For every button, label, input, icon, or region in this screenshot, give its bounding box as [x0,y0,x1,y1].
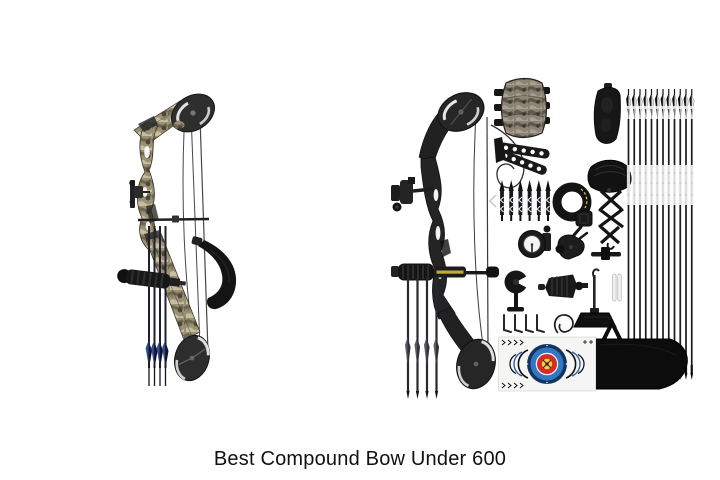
bottom-cam [456,338,496,390]
top-cam [437,92,485,132]
limb-split-line-bottom [151,239,192,335]
stabilizer [117,269,186,289]
left-product-image [88,80,258,395]
arm-guard [494,77,550,139]
quiver-mount [591,247,621,260]
grip-wrap [146,204,159,223]
stabilizer [391,263,499,281]
wrist-release [552,182,593,227]
grip [440,239,451,257]
scope-sight [518,225,551,258]
wrist-sling [191,236,237,310]
peep-tubes [612,273,622,302]
string-stop [504,270,531,312]
allen-wrench-set [503,314,545,333]
arrow-set-12 [624,87,696,382]
right-product-image [388,73,703,403]
arrow-quiver [587,159,632,250]
bottom-cam [173,334,211,382]
cable-module [172,120,186,130]
broadhead-set [488,179,552,222]
top-cam [171,93,215,133]
bow-stand [494,137,550,175]
limb-pocket-top [138,116,158,132]
paper-target [498,336,596,392]
cable-slide-block [172,215,179,223]
d-loop-cord [553,314,574,334]
compound-bow-accessory-kit [391,77,696,401]
bow-sight-knob [391,177,434,212]
bow-sight [129,180,150,208]
string-dampener [538,274,588,298]
release-strap [593,83,621,144]
soft-case [591,321,688,390]
mount-base [573,308,617,328]
bow-square-tool [592,268,600,313]
camo-compound-bow [117,93,237,387]
arrow-rest [555,225,589,260]
image-caption: Best Compound Bow Under 600 [213,448,507,470]
